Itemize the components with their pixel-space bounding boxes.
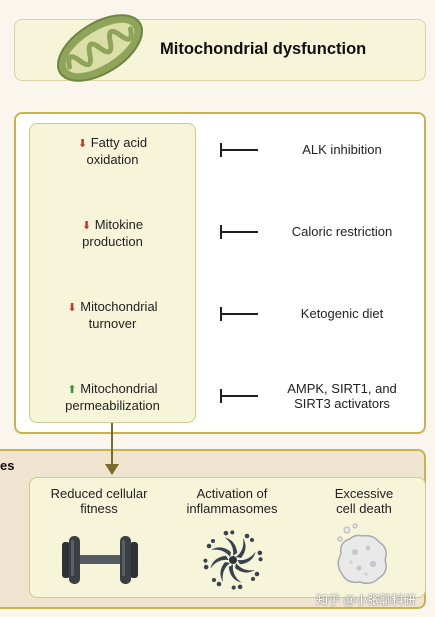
inhibition-icon: [220, 143, 258, 157]
factor-mitokine-production: ⬇ Mitokine production: [81, 217, 144, 249]
watermark: 知乎 @小张聊科研: [316, 593, 416, 607]
outcome-reduced-fitness: Reduced cellular fitness: [50, 486, 148, 516]
factor-mitochondrial-permeabilization: ⬆ Mitochondrial permeabilization: [65, 381, 160, 413]
consequences-title: es: [0, 458, 15, 473]
mitochondria-icon: [48, 6, 152, 90]
increase-arrow-icon: ⬆: [67, 384, 77, 396]
inhibition-icon: [220, 307, 258, 321]
outcome-inflammasome-activation: Activation of inflammasomes: [186, 486, 278, 516]
inhibition-icon: [220, 225, 258, 239]
factor-mitochondrial-turnover: ⬇ Mitochondrial turnover: [67, 299, 158, 331]
dying-cell-icon: [333, 522, 393, 590]
inflammasome-icon: [199, 526, 267, 594]
decrease-arrow-icon: ⬇: [67, 302, 77, 314]
intervention-ampk-sirt-activators: AMPK, SIRT1, and SIRT3 activators: [287, 381, 397, 411]
decrease-arrow-icon: ⬇: [77, 138, 88, 150]
intervention-caloric-restriction: Caloric restriction: [291, 224, 393, 239]
outcome-cell-death: Excessive cell death: [334, 486, 394, 516]
intervention-alk-inhibition: ALK inhibition: [302, 142, 382, 157]
inhibition-icon: [220, 389, 258, 403]
factors-list: [29, 123, 196, 423]
decrease-arrow-icon: ⬇: [81, 220, 92, 232]
intervention-ketogenic-diet: Ketogenic diet: [300, 306, 384, 321]
dumbbell-icon: [58, 534, 142, 586]
factor-fatty-acid-oxidation: ⬇ Fatty acid oxidation: [77, 135, 148, 167]
page-title: Mitochondrial dysfunction: [160, 40, 367, 58]
connector-line: [111, 423, 113, 467]
connector-arrowhead: [105, 464, 119, 475]
